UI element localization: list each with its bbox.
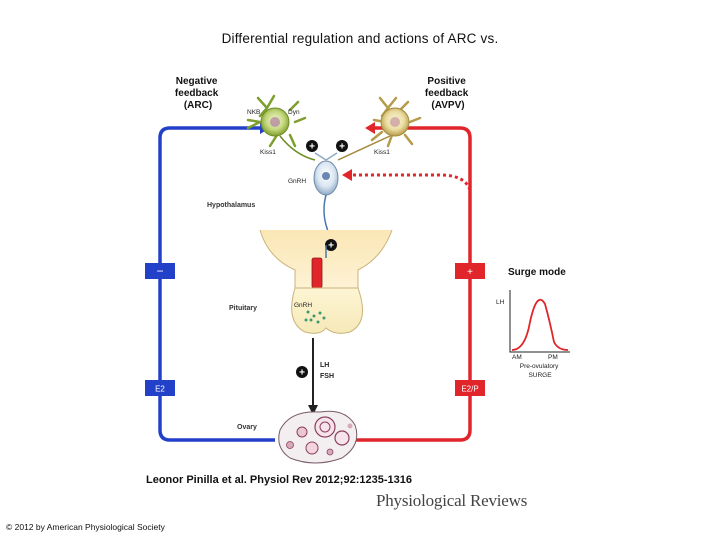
minus-box xyxy=(145,263,175,279)
hypothalamus-label: Hypothalamus xyxy=(207,202,255,209)
plus-icon xyxy=(296,366,308,378)
ovary xyxy=(278,410,358,464)
e2p-box xyxy=(455,380,485,396)
ovary-label: Ovary xyxy=(237,424,257,431)
kiss1-to-gnrh-dotted-arrow xyxy=(352,173,472,191)
svg-text:+: + xyxy=(467,267,473,278)
kiss1-right-label: Kiss1 xyxy=(374,149,390,156)
svg-text:+: + xyxy=(328,241,334,252)
surge-caption: Pre-ovulatory SURGE xyxy=(520,363,560,379)
svg-text:E2: E2 xyxy=(155,385,165,394)
e2-box xyxy=(145,380,175,396)
nkb-label: NKB xyxy=(247,109,260,116)
fsh-label: FSH xyxy=(320,373,334,380)
negative-feedback-label: Negative feedback (ARC) xyxy=(175,76,221,111)
pituitary-gland xyxy=(291,257,363,334)
dyn-label: Dyn xyxy=(288,109,300,116)
citation: Leonor Pinilla et al. Physiol Rev 2012;9… xyxy=(146,474,412,486)
svg-text:−: − xyxy=(156,264,163,278)
surge-mode-label: Surge mode xyxy=(508,267,566,278)
hpg-axis-diagram: Negative feedback (ARC) Positive feedbac… xyxy=(145,76,570,464)
surge-am-label: AM xyxy=(512,354,522,361)
pituitary-label: Pituitary xyxy=(229,305,257,312)
svg-text:+: + xyxy=(309,142,315,153)
positive-feedback-label: Positive feedback (AVPV) xyxy=(425,76,471,111)
svg-text:+: + xyxy=(299,368,305,379)
positive-feedback-loop xyxy=(355,126,472,442)
surge-curve xyxy=(511,298,569,351)
gnrh-pituitary-label: GnRH xyxy=(294,302,312,309)
gnrh-neuron-label: GnRH xyxy=(288,178,306,185)
kiss1-avpv-neuron xyxy=(370,96,422,148)
plus-icon xyxy=(306,140,318,152)
surge-lh-label: LH xyxy=(496,299,505,306)
gnrh-neuron xyxy=(313,152,339,246)
kiss1-arc-neuron xyxy=(246,94,307,148)
svg-text:+: + xyxy=(339,142,345,153)
plus-icon xyxy=(336,140,348,152)
journal-logo: Physiological Reviews xyxy=(376,491,528,510)
slide-title: Differential regulation and actions of A… xyxy=(221,31,499,46)
surge-axes xyxy=(509,290,570,353)
negative-feedback-loop xyxy=(158,126,275,442)
kiss1-left-label: Kiss1 xyxy=(260,149,276,156)
plus-box xyxy=(455,263,485,279)
surge-pm-label: PM xyxy=(548,354,558,361)
copyright: © 2012 by American Physiological Society xyxy=(6,522,165,532)
plus-icon xyxy=(325,239,337,251)
svg-text:E2/P: E2/P xyxy=(461,385,478,394)
lh-label: LH xyxy=(320,362,329,369)
